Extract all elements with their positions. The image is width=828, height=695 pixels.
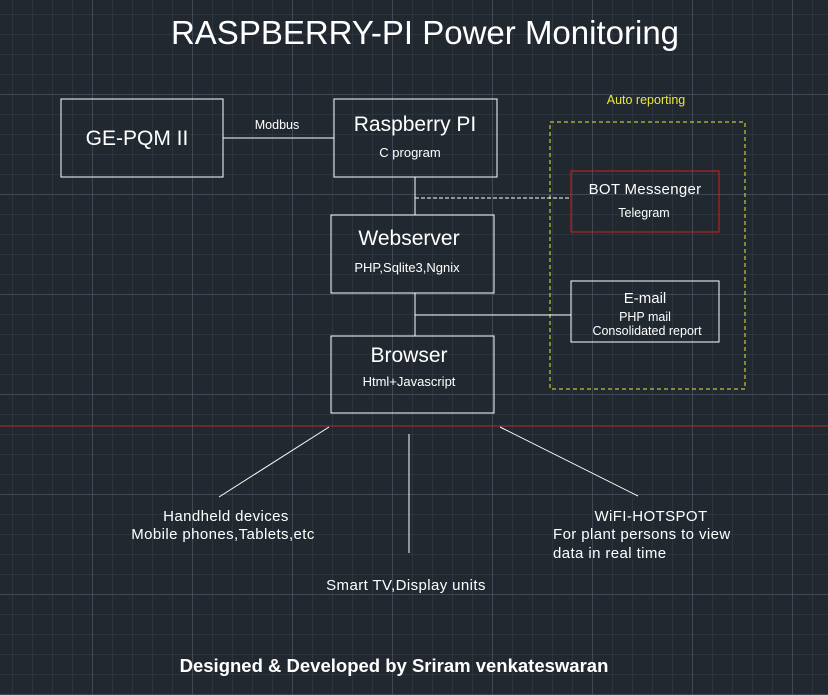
handheld-line-1: Handheld devices xyxy=(163,508,289,525)
credit-line: Designed & Developed by Sriram venkatesw… xyxy=(179,655,609,676)
raspberry-pi-label: Raspberry PI xyxy=(353,113,477,136)
browser-sub: Html+Javascript xyxy=(362,374,456,389)
raspberry-pi-sub: C program xyxy=(379,145,441,160)
email-sub: PHP mail xyxy=(619,310,671,324)
email-box xyxy=(570,280,720,343)
modbus-label: Modbus xyxy=(254,118,300,132)
handheld-line-2: Mobile phones,Tablets,etc xyxy=(131,526,315,543)
handheld-link xyxy=(218,426,330,498)
webserver-box xyxy=(330,214,495,294)
wifi-line-2: For plant persons to view xyxy=(553,526,731,543)
browser-label: Browser xyxy=(370,344,448,367)
webserver-sub: PHP,Sqlite3,Ngnix xyxy=(354,260,460,275)
browser-box xyxy=(330,335,495,414)
email-sub-2: Consolidated report xyxy=(592,324,702,338)
bot-messenger-sub: Telegram xyxy=(618,206,670,220)
wifi-line-3: data in real time xyxy=(553,545,667,562)
webserver-label: Webserver xyxy=(358,227,460,250)
bot-messenger-label: BOT Messenger xyxy=(588,181,702,198)
ge-pqm-label: GE-PQM II xyxy=(85,127,189,150)
bot-messenger-box xyxy=(570,170,720,233)
wifi-link xyxy=(499,426,639,497)
diagram-title: RASPBERRY-PI Power Monitoring xyxy=(170,14,680,51)
auto-reporting-container xyxy=(549,121,746,390)
wifi-line-1: WiFI-HOTSPOT xyxy=(594,508,708,525)
auto-reporting-label: Auto reporting xyxy=(606,93,686,107)
raspberry-pi-box xyxy=(333,98,498,178)
smart-tv-line-1: Smart TV,Display units xyxy=(326,577,486,594)
email-label: E-mail xyxy=(623,290,667,307)
